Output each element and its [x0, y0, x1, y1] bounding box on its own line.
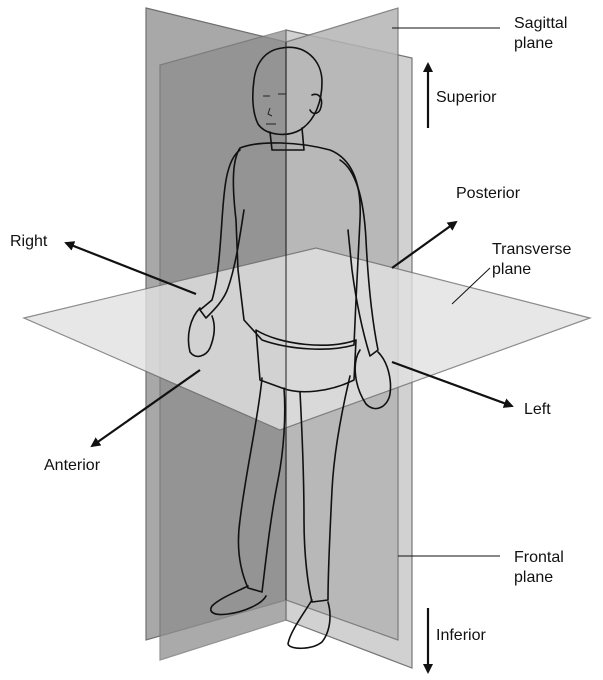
frontal-plane-label: Frontal — [514, 549, 564, 566]
sagittal-plane-label-2: plane — [514, 35, 553, 52]
left-label: Left — [524, 401, 551, 418]
sagittal-plane-label: Sagittal — [514, 15, 567, 32]
transverse-plane-label-2: plane — [492, 261, 531, 278]
inferior-label: Inferior — [436, 627, 486, 644]
anterior-label: Anterior — [44, 457, 101, 474]
superior-label: Superior — [436, 89, 497, 106]
right-label: Right — [10, 233, 48, 250]
transverse-plane-label: Transverse — [492, 241, 572, 258]
frontal-plane-label-2: plane — [514, 569, 553, 586]
posterior-label: Posterior — [456, 185, 521, 202]
